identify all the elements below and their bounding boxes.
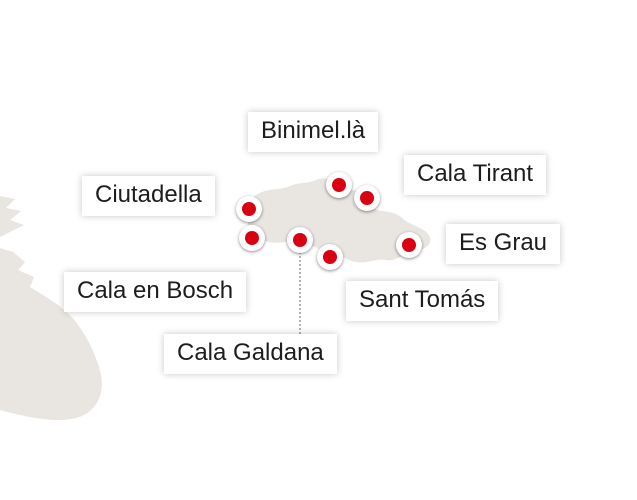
marker-binimel-la	[326, 172, 352, 198]
label-cala-en-bosch: Cala en Bosch	[64, 272, 247, 312]
marker-sant-tomas	[317, 244, 343, 270]
marker-cala-galdana	[287, 227, 313, 253]
marker-es-grau	[396, 232, 422, 258]
label-binimel-la: Binimel.là	[248, 112, 379, 152]
label-es-grau: Es Grau	[446, 224, 561, 264]
marker-ciutadella	[236, 196, 262, 222]
marker-cala-en-bosch	[239, 225, 265, 251]
cala-galdana-leader-line	[299, 248, 301, 334]
mallorca-cape-shape	[0, 196, 24, 237]
label-cala-galdana: Cala Galdana	[164, 334, 337, 374]
label-ciutadella: Ciutadella	[82, 176, 215, 216]
marker-cala-tirant	[354, 185, 380, 211]
label-sant-tomas: Sant Tomás	[346, 281, 499, 321]
label-cala-tirant: Cala Tirant	[404, 155, 547, 195]
mallorca-island-shape	[0, 248, 102, 421]
